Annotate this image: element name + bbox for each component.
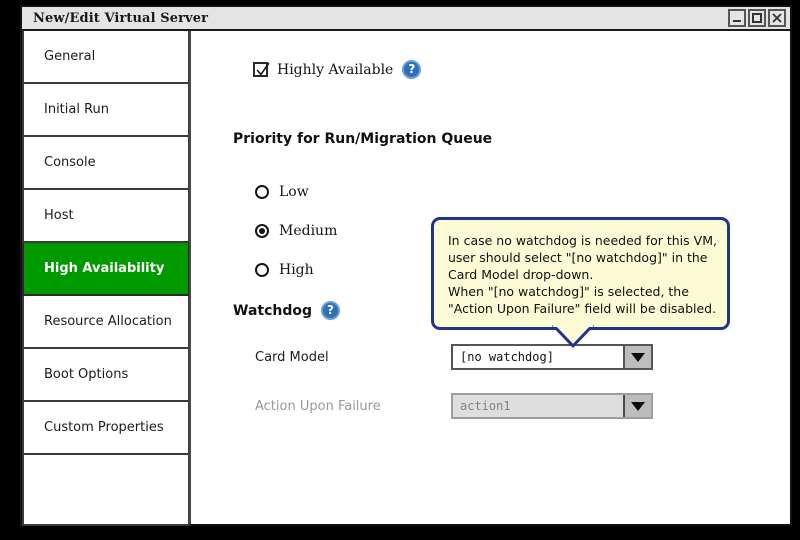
radio-high-label: High <box>279 261 314 278</box>
priority-radio-group: Low Medium High <box>255 172 337 289</box>
priority-option-medium[interactable]: Medium <box>255 211 337 250</box>
sidebar-item-label: Console <box>44 155 96 170</box>
sidebar-item-label: Host <box>44 208 74 223</box>
sidebar-item-label: Custom Properties <box>44 420 164 435</box>
sidebar-content-divider <box>189 31 191 524</box>
sidebar-item-label: Resource Allocation <box>44 314 172 329</box>
title-bar: New/Edit Virtual Server <box>22 7 790 31</box>
tooltip-callout: In case no watchdog is needed for this V… <box>431 217 730 348</box>
sidebar-item-high-availability[interactable]: High Availability <box>22 243 190 296</box>
dialog-window: New/Edit Virtual Server General <box>20 5 792 526</box>
chevron-down-icon <box>623 395 651 417</box>
sidebar: General Initial Run Console Host High Av… <box>22 31 190 526</box>
sidebar-empty-area <box>22 455 190 526</box>
tooltip-tail <box>551 324 595 348</box>
radio-low[interactable] <box>255 184 269 199</box>
highly-available-checkbox[interactable] <box>253 62 270 77</box>
tooltip-line: In case no watchdog is needed for this V… <box>448 233 717 248</box>
question-mark-icon[interactable]: ? <box>402 60 422 79</box>
sidebar-item-label: Boot Options <box>44 367 129 382</box>
window-controls <box>728 9 786 27</box>
sidebar-item-label: High Availability <box>44 261 165 276</box>
sidebar-item-host[interactable]: Host <box>22 190 190 243</box>
content-pane: Highly Available ? Priority for Run/Migr… <box>191 31 790 524</box>
highly-available-label: Highly Available <box>277 61 394 78</box>
priority-option-high[interactable]: High <box>255 250 337 289</box>
card-model-row: Card Model [no watchdog] <box>255 344 653 370</box>
close-button[interactable] <box>768 9 786 27</box>
radio-high[interactable] <box>255 262 269 277</box>
action-upon-failure-dropdown: action1 <box>451 393 653 419</box>
radio-medium-label: Medium <box>279 222 338 239</box>
action-upon-failure-value: action1 <box>460 399 511 413</box>
card-model-value: [no watchdog] <box>460 350 554 364</box>
card-model-dropdown[interactable]: [no watchdog] <box>451 344 653 370</box>
priority-option-low[interactable]: Low <box>255 172 337 211</box>
window-title: New/Edit Virtual Server <box>33 10 209 26</box>
sidebar-item-initial-run[interactable]: Initial Run <box>22 84 190 137</box>
sidebar-item-custom-properties[interactable]: Custom Properties <box>22 402 190 455</box>
radio-low-label: Low <box>279 183 309 200</box>
radio-medium[interactable] <box>255 223 269 238</box>
tooltip-line: user should select "[no watchdog]" in th… <box>448 250 708 265</box>
sidebar-item-boot-options[interactable]: Boot Options <box>22 349 190 402</box>
sidebar-item-label: General <box>44 49 96 64</box>
chevron-down-icon[interactable] <box>623 346 651 368</box>
sidebar-item-console[interactable]: Console <box>22 137 190 190</box>
watchdog-section-heading: Watchdog ? <box>233 301 341 320</box>
sidebar-item-resource-allocation[interactable]: Resource Allocation <box>22 296 190 349</box>
tooltip-line: "Action Upon Failure" field will be disa… <box>448 301 717 316</box>
action-upon-failure-row: Action Upon Failure action1 <box>255 393 653 419</box>
action-upon-failure-label: Action Upon Failure <box>255 398 381 414</box>
sidebar-item-label: Initial Run <box>44 102 110 117</box>
watchdog-heading-text: Watchdog <box>233 302 313 319</box>
tooltip-line: Card Model drop-down. <box>448 267 594 282</box>
priority-section-heading: Priority for Run/Migration Queue <box>233 131 493 147</box>
tooltip-line: When "[no watchdog]" is selected, the <box>448 284 689 299</box>
highly-available-row: Highly Available ? <box>253 60 422 79</box>
window-body: General Initial Run Console Host High Av… <box>22 31 790 526</box>
sidebar-item-general[interactable]: General <box>22 31 190 84</box>
maximize-button[interactable] <box>748 9 766 27</box>
card-model-label: Card Model <box>255 349 329 365</box>
minimize-button[interactable] <box>728 9 746 27</box>
question-mark-icon[interactable]: ? <box>321 301 341 320</box>
